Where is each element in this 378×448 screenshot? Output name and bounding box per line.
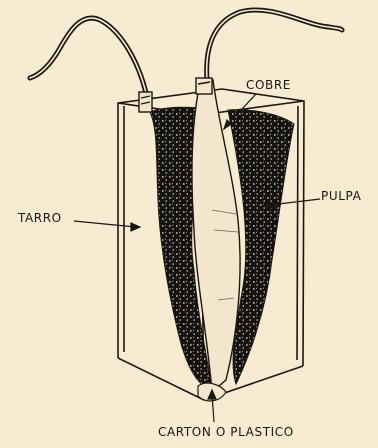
label-tarro: TARRO xyxy=(18,211,62,225)
terminal-right xyxy=(196,78,212,94)
label-pulpa: PULPA xyxy=(321,189,361,203)
leader-tarro xyxy=(74,221,140,231)
label-carton-o-plastico: CARTON O PLASTICO xyxy=(158,425,294,439)
wire-left xyxy=(30,18,146,93)
wire-right xyxy=(207,10,342,80)
label-cobre: COBRE xyxy=(246,78,291,92)
leader-pulpa xyxy=(266,199,320,209)
terminal-left xyxy=(139,92,152,112)
